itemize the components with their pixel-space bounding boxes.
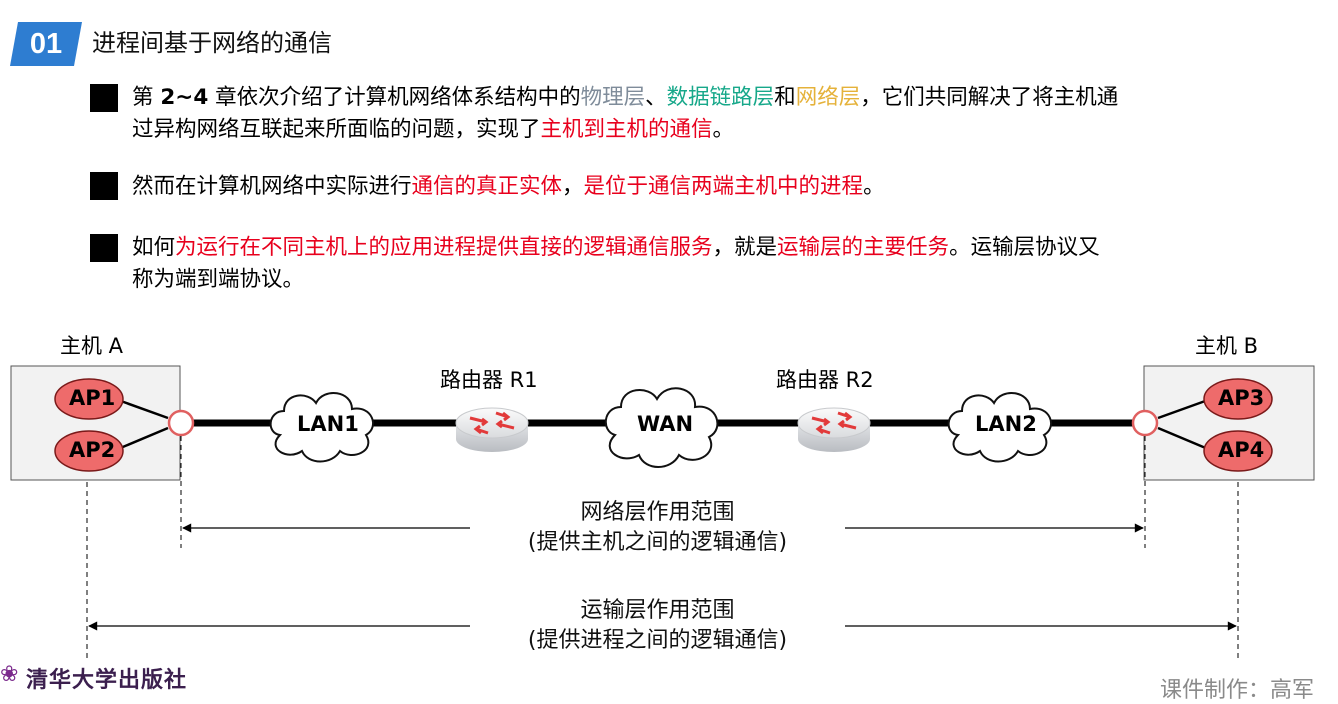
ap1-label: AP1 xyxy=(69,386,116,410)
router-r1-icon xyxy=(455,407,529,452)
text-segment: 。运输层协议又 xyxy=(949,235,1100,260)
transport-scope-desc: (提供进程之间的逻辑通信) xyxy=(527,628,788,653)
bullet-3-line-2: 称为端到端协议。 xyxy=(132,264,304,296)
text-segment: 通信的真正实体 xyxy=(411,174,563,199)
bullet-3-line-1: 如何为运行在不同主机上的应用进程提供直接的逻辑通信服务，就是运输层的主要任务。运… xyxy=(132,232,1100,264)
text-segment: 过异构网络互联起来所面临的问题，实现了 xyxy=(132,117,541,142)
bullet-2-line-1: 然而在计算机网络中实际进行通信的真正实体，是位于通信两端主机中的进程。 xyxy=(132,171,885,203)
lan1-label: LAN1 xyxy=(297,412,359,436)
wan-cloud xyxy=(605,387,719,468)
bullet-square xyxy=(90,172,118,200)
author-credit: 课件制作：高军 xyxy=(1160,678,1315,703)
ap1-ellipse xyxy=(54,378,124,420)
text-segment: 称为端到端协议。 xyxy=(132,267,305,292)
lan1-cloud xyxy=(269,391,374,463)
text-segment: 如何 xyxy=(132,235,176,260)
text-segment: 、 xyxy=(645,85,667,110)
host-b-port xyxy=(1131,409,1159,437)
text-segment: 是位于通信两端主机中的进程 xyxy=(583,174,864,199)
text-segment: 。 xyxy=(863,174,885,199)
page-title: 进程间基于网络的通信 xyxy=(92,29,332,57)
bullet-square xyxy=(90,84,118,112)
lan2-label: LAN2 xyxy=(975,412,1037,436)
ap2-connector xyxy=(117,426,169,451)
ap3-label: AP3 xyxy=(1218,386,1265,410)
text-segment: 运输层的主要任务 xyxy=(777,235,950,260)
ap2-label: AP2 xyxy=(69,438,116,462)
router-r2-label: 路由器 R2 xyxy=(776,368,874,392)
host-a-port xyxy=(167,409,195,437)
section-number: 01 xyxy=(29,28,63,60)
text-segment: 物理层 xyxy=(580,85,646,110)
router-r2-icon xyxy=(797,407,871,452)
text-segment: 数据链路层 xyxy=(666,85,775,110)
ap3-connector xyxy=(1157,398,1209,420)
ap2-ellipse xyxy=(54,430,124,472)
text-segment: ， xyxy=(562,174,584,199)
bullet-1-line-1: 第 2~4 章依次介绍了计算机网络体系结构中的物理层、数据链路层和网络层，它们共… xyxy=(132,82,1118,114)
router-r1-label: 路由器 R1 xyxy=(440,368,538,392)
text-segment: 。 xyxy=(712,117,735,142)
transport-scope-title: 运输层作用范围 xyxy=(580,598,735,623)
text-segment: ，就是 xyxy=(712,235,778,260)
text-segment: 为运行在不同主机上的应用进程提供直接的逻辑通信服务 xyxy=(175,235,713,260)
host-a-label: 主机 A xyxy=(60,334,124,358)
network-scope-desc: (提供主机之间的逻辑通信) xyxy=(527,530,788,555)
ap4-connector xyxy=(1157,426,1209,451)
ap4-label: AP4 xyxy=(1218,438,1265,462)
ap3-ellipse xyxy=(1203,378,1273,420)
host-b-label: 主机 B xyxy=(1195,334,1259,358)
text-segment: 第 xyxy=(132,85,161,110)
bullet-1-line-2: 过异构网络互联起来所面临的问题，实现了主机到主机的通信。 xyxy=(132,114,734,146)
text-segment: 和 xyxy=(774,85,796,110)
text-segment: 章依次介绍了计算机网络体系结构中的 xyxy=(208,85,581,110)
network-scope-text: 网络层作用范围 (提供主机之间的逻辑通信) xyxy=(470,498,845,558)
text-segment: 2~4 xyxy=(160,85,209,110)
bullet-square xyxy=(90,234,118,262)
text-segment: ，它们共同解决了将主机通 xyxy=(860,85,1119,110)
publisher-name: 清华大学出版社 xyxy=(26,668,188,693)
publisher-logo-icon: ❀ xyxy=(0,662,19,687)
text-segment: 主机到主机的通信 xyxy=(540,117,713,142)
lan2-cloud xyxy=(947,391,1052,463)
network-diagram xyxy=(10,365,1315,660)
transport-scope-text: 运输层作用范围 (提供进程之间的逻辑通信) xyxy=(470,596,845,656)
ap4-ellipse xyxy=(1203,430,1273,472)
ap1-connector xyxy=(117,398,169,420)
network-scope-title: 网络层作用范围 xyxy=(580,500,735,525)
text-segment: 网络层 xyxy=(795,85,861,110)
section-badge xyxy=(10,22,82,66)
wan-label: WAN xyxy=(637,412,694,436)
text-segment: 然而在计算机网络中实际进行 xyxy=(132,174,412,199)
